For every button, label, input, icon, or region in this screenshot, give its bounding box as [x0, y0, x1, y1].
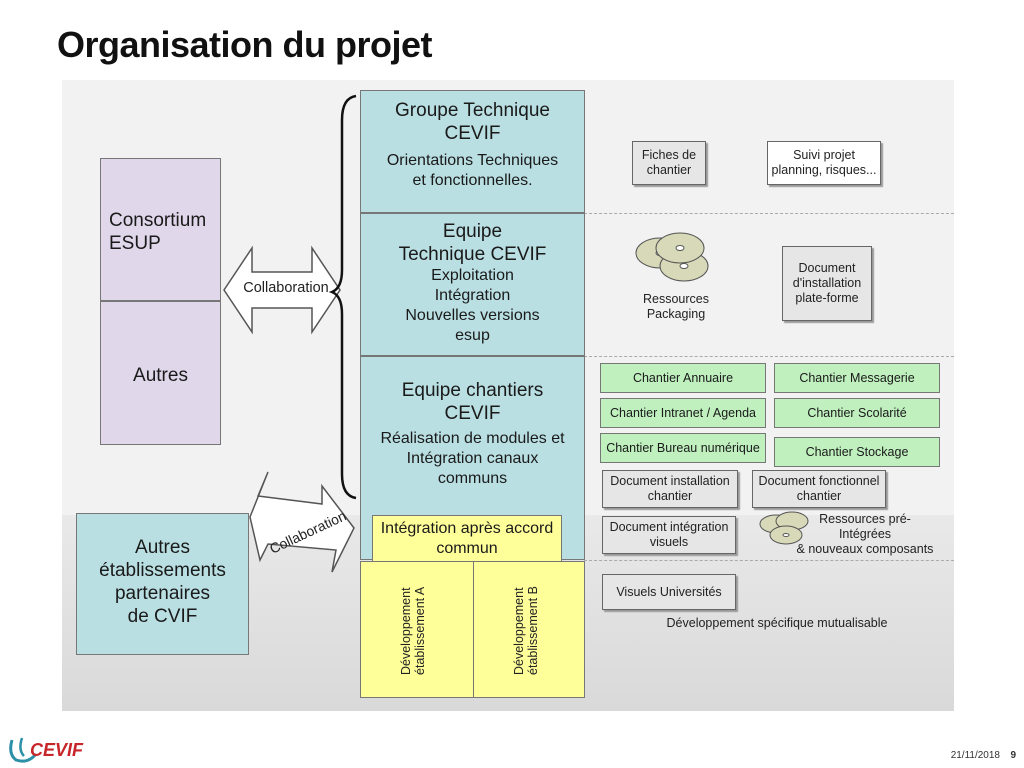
- visuels-universites-doc: Visuels Universités: [602, 574, 736, 610]
- document-installation-doc: Document d'installation plate-forme: [782, 246, 872, 321]
- collaboration-arrow-top: [223, 245, 341, 335]
- doc-line: chantier: [647, 489, 693, 503]
- label-line: Ressources: [643, 292, 709, 306]
- autres-etab-line: établissements: [99, 560, 226, 581]
- doc-line: Suivi projet: [793, 148, 855, 162]
- collaboration-arrows: [223, 94, 809, 573]
- chantier-annuaire: Chantier Annuaire: [600, 363, 766, 393]
- footer-date: 21/11/2018: [950, 750, 1000, 761]
- autres-box: Autres: [100, 301, 221, 445]
- label-line: & nouveaux composants: [796, 542, 934, 556]
- chantiers-title-line: CEVIF: [444, 403, 501, 424]
- chantier-stockage: Chantier Stockage: [774, 437, 940, 467]
- dev-a-line: établissement A: [413, 586, 427, 676]
- ressources-pre-integrees-label: Ressources pré- Intégrées & nouveaux com…: [790, 512, 940, 557]
- doc-line: visuels: [649, 535, 689, 549]
- doc-line: d'installation: [792, 276, 862, 290]
- chantier-messagerie: Chantier Messagerie: [774, 363, 940, 393]
- integration-line: Intégration après accord: [380, 520, 554, 537]
- groupe-sub-line: et fonctionnelles.: [412, 172, 533, 189]
- equipe-title-line: Technique CEVIF: [398, 244, 547, 265]
- separator-line: [584, 356, 954, 357]
- equipe-title-line: Equipe: [442, 221, 503, 242]
- doc-line: Document: [798, 261, 856, 275]
- groupe-title-line: CEVIF: [444, 123, 501, 144]
- groupe-sub-line: Orientations Techniques: [386, 152, 559, 169]
- chantiers-title-line: Equipe chantiers: [401, 380, 544, 401]
- autres-etab-line: partenaires: [114, 583, 211, 604]
- cd-small-icon: [759, 511, 809, 545]
- doc-line: Document intégration: [609, 520, 729, 534]
- equipe-technique-box: Equipe Technique CEVIF Exploitation Inté…: [360, 213, 585, 356]
- doc-line: planning, risques...: [771, 163, 877, 177]
- doc-line: Document installation: [610, 474, 730, 488]
- dev-etab-a-box: Développement établissement A: [360, 561, 474, 698]
- cevif-logo-icon: CEVIF: [9, 737, 84, 763]
- page-number: 9: [1010, 750, 1016, 761]
- brace-icon: [328, 94, 357, 500]
- integration-box: Intégration après accord commun: [372, 515, 562, 562]
- separator-line: [584, 213, 954, 214]
- doc-line: Fiches de: [641, 148, 697, 162]
- ressources-packaging-label: Ressources Packaging: [628, 292, 724, 322]
- chantiers-sub-line: Intégration canaux: [406, 450, 539, 467]
- equipe-sub-line: Nouvelles versions: [405, 307, 540, 324]
- developpement-specifique-label: Développement spécifique mutualisable: [666, 616, 888, 630]
- autres-etab-line: Autres: [135, 537, 190, 558]
- equipe-sub-line: esup: [455, 327, 490, 344]
- integration-line: commun: [436, 540, 498, 557]
- collaboration-label-top: Collaboration: [243, 280, 329, 296]
- equipe-sub-line: Intégration: [434, 287, 511, 304]
- groupe-technique-box: Groupe Technique CEVIF Orientations Tech…: [360, 90, 585, 213]
- chantier-scolarite: Chantier Scolarité: [774, 398, 940, 428]
- doc-line: plate-forme: [795, 291, 859, 305]
- autres-label: Autres: [133, 365, 188, 386]
- consortium-label: Consortium ESUP: [109, 210, 207, 254]
- collaboration-arrow-bottom: [249, 471, 355, 573]
- dev-b-line: établissement B: [526, 586, 540, 676]
- chantiers-sub-line: communs: [437, 470, 508, 487]
- dev-b-line: Développement: [512, 587, 526, 675]
- groupe-title-line: Groupe Technique: [395, 100, 550, 121]
- label-line: Packaging: [646, 307, 706, 321]
- equipe-sub-line: Exploitation: [431, 267, 514, 284]
- org-diagram: Consortium ESUP Autres Autres établissem…: [62, 80, 954, 711]
- consortium-esup-box: Consortium ESUP: [100, 158, 221, 301]
- chantier-bureau-numerique: Chantier Bureau numérique: [600, 433, 766, 463]
- doc-line: chantier: [646, 163, 692, 177]
- chantier-intranet-agenda: Chantier Intranet / Agenda: [600, 398, 766, 428]
- dev-etab-b-box: Développement établissement B: [473, 561, 585, 698]
- label-line: Ressources pré-: [819, 512, 911, 526]
- dev-a-line: Développement: [399, 587, 413, 675]
- cd-stack-icon: [635, 232, 709, 282]
- autres-etablissements-box: Autres établissements partenaires de CVI…: [76, 513, 249, 655]
- chantiers-sub-line: Réalisation de modules et: [380, 430, 565, 447]
- page-title: Organisation du projet: [57, 24, 433, 65]
- autres-etab-line: de CVIF: [127, 606, 198, 627]
- separator-line: [584, 560, 954, 561]
- doc-line: Document fonctionnel: [758, 474, 880, 488]
- label-line: Intégrées: [838, 527, 892, 541]
- doc-line: chantier: [796, 489, 842, 503]
- svg-text:CEVIF: CEVIF: [30, 740, 84, 760]
